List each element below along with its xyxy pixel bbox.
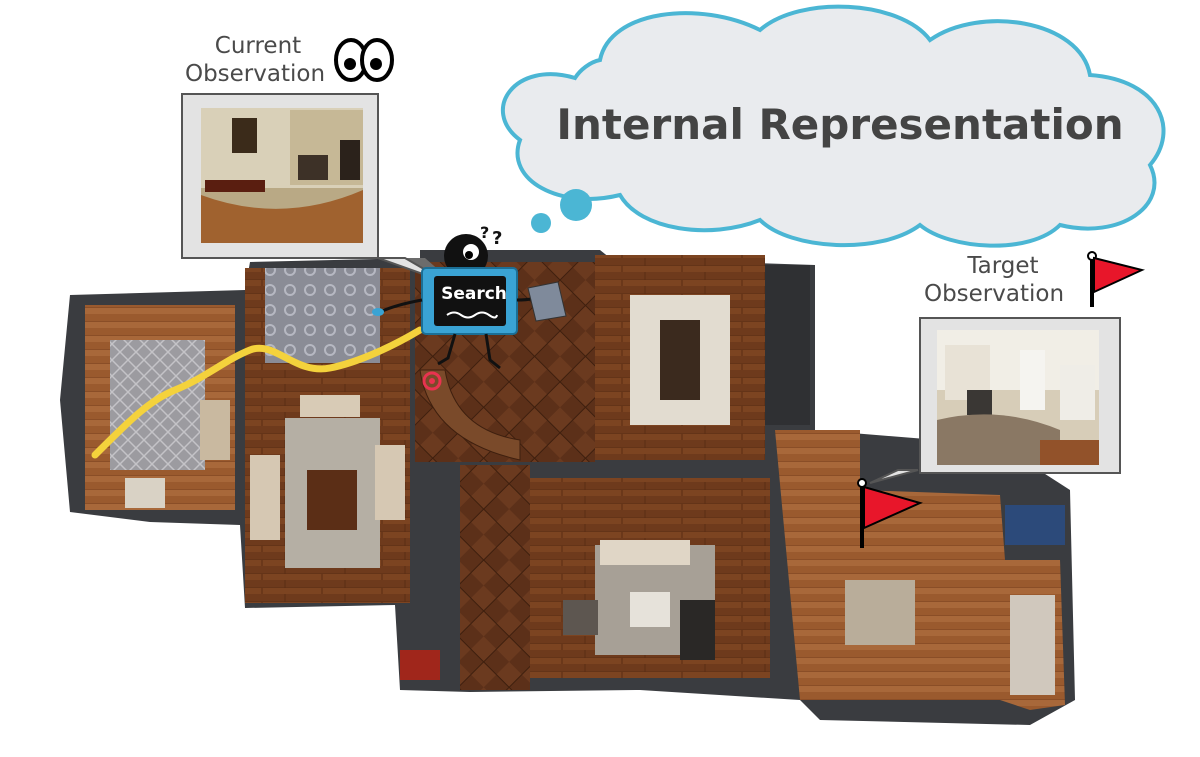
question-marks-icon: ? ? [480, 223, 502, 249]
kitchen-rug [1005, 505, 1065, 545]
left-room-rug [110, 340, 205, 470]
sofa-left [250, 455, 280, 540]
target-observation-label-line2: Observation [923, 281, 1065, 307]
cloud-shape [500, 4, 1166, 248]
agent-robot: ? ? [372, 223, 567, 370]
spiral-staircase [419, 369, 521, 461]
thought-bubble-small [531, 213, 551, 233]
location-pin-icon [422, 371, 442, 391]
dining-table-top [660, 320, 700, 400]
sofa-top [300, 395, 360, 417]
thought-cloud [500, 4, 1166, 248]
robot-screen-text: Search [441, 284, 507, 304]
dining-right-wall [765, 265, 810, 425]
living-room-rug-top [265, 268, 380, 363]
kitchen-island [845, 580, 915, 645]
goal-flag-icon [857, 478, 923, 548]
thought-bubble-large [560, 189, 592, 221]
left-room-furniture [200, 400, 230, 460]
left-room-chair [125, 478, 165, 508]
eyes-icon [334, 38, 394, 82]
family-room-armchair [680, 600, 715, 660]
callout-pointer [869, 469, 919, 484]
target-observation-callout [869, 317, 1121, 484]
red-flag-icon [1087, 251, 1146, 307]
svg-text:?: ? [480, 223, 489, 242]
current-observation-image [201, 108, 363, 243]
family-room-table [630, 592, 670, 627]
current-observation-callout [181, 93, 450, 284]
target-observation-image [937, 330, 1099, 465]
coffee-table [307, 470, 357, 530]
hall-floor [460, 465, 530, 690]
current-observation-label: Current Observation [180, 32, 330, 88]
family-room-sofa [600, 540, 690, 565]
trajectory-path [91, 326, 424, 459]
bottom-left-chair [400, 650, 440, 680]
current-observation-label-line2: Observation [184, 61, 326, 87]
sofa-right [375, 445, 405, 520]
target-observation-label-line1: Target [967, 253, 1039, 279]
svg-text:?: ? [492, 228, 502, 249]
target-observation-label: Target Observation [912, 252, 1076, 308]
kitchen-counter [1010, 595, 1055, 695]
family-room-chair [563, 600, 598, 635]
robot-paper [527, 281, 567, 322]
cloud-title: Internal Representation [556, 100, 1124, 149]
current-observation-label-line1: Current [214, 33, 302, 59]
